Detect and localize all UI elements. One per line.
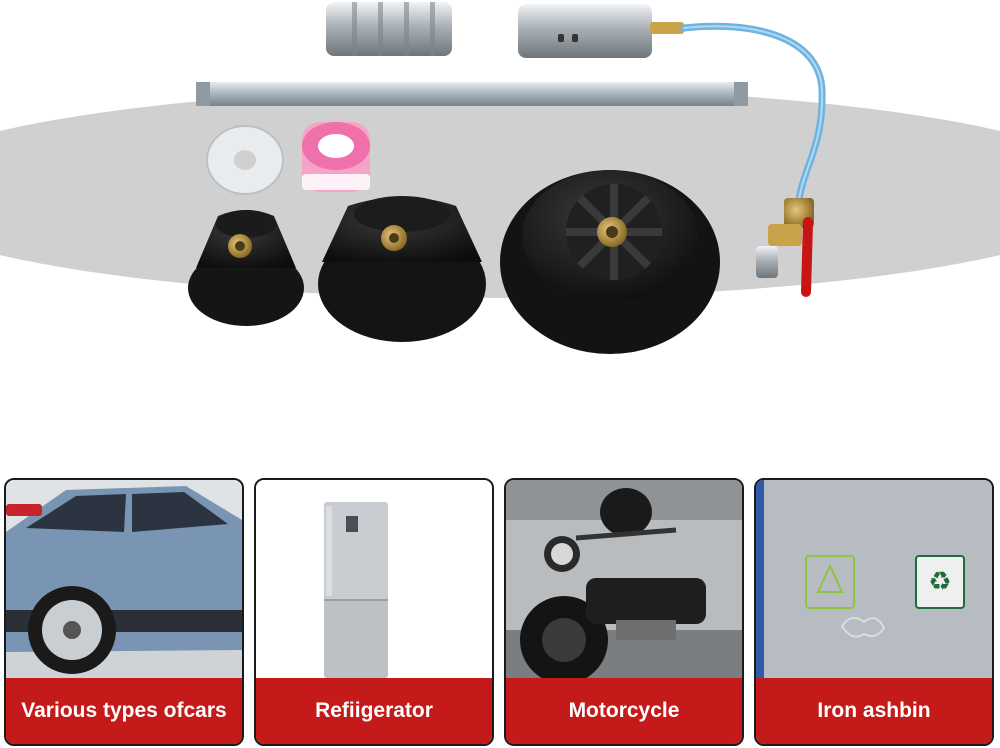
car-icon — [6, 480, 242, 678]
dent-puller-kit — [188, 2, 826, 354]
usage-cards: Various types ofcars Refiigerator — [0, 478, 1000, 748]
usage-card-motorcycle: Motorcycle — [504, 478, 744, 746]
slide-hammer — [518, 4, 684, 58]
threaded-rod — [196, 82, 748, 106]
metal-washer — [206, 125, 284, 195]
usage-card-label: Motorcycle — [506, 678, 742, 744]
motorcycle-icon — [506, 480, 742, 678]
knurled-handle — [326, 2, 452, 56]
svg-text:♻: ♻ — [928, 567, 951, 597]
usage-card-label: Refiigerator — [256, 678, 492, 744]
hero-gray-band — [0, 88, 1000, 298]
ashbin-icon: ♻ — [756, 480, 992, 678]
large-suction-cup — [500, 170, 720, 354]
usage-card-car: Various types ofcars — [4, 478, 244, 746]
air-hose — [680, 22, 826, 214]
refrigerator-icon — [256, 480, 492, 678]
medium-suction-cup — [318, 196, 486, 342]
usage-card-label: Various types ofcars — [6, 678, 242, 744]
usage-card-label: Iron ashbin — [756, 678, 992, 744]
product-hero — [0, 2, 1000, 354]
seal-tape-roll — [302, 122, 370, 192]
usage-card-refrigerator: Refiigerator — [254, 478, 494, 746]
small-suction-cup — [188, 210, 304, 326]
usage-card-ashbin: ♻ Iron ashbin — [754, 478, 994, 746]
ball-valve — [756, 198, 814, 297]
